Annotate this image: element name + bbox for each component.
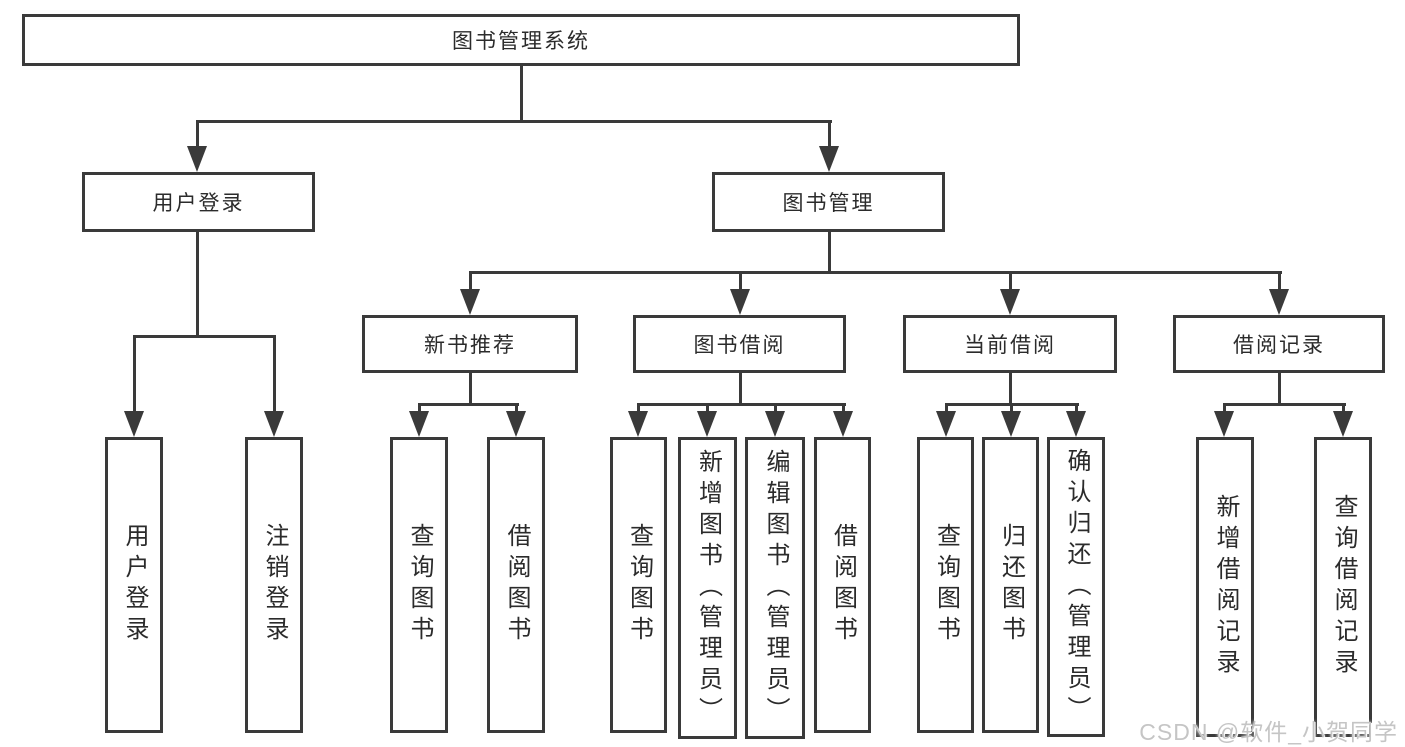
v-line bbox=[637, 403, 640, 417]
leaf-nbr-borrow-book: 借阅图书 bbox=[487, 437, 545, 733]
arrow-head bbox=[936, 411, 956, 437]
leaf-br-query-record-label: 查询借阅记录 bbox=[1330, 494, 1357, 680]
node-new-book-recommendation-label: 新书推荐 bbox=[424, 334, 516, 357]
node-book-management-label: 图书管理 bbox=[782, 192, 875, 215]
v-line bbox=[196, 232, 199, 338]
leaf-bb-edit-book-admin: 编辑图书（管理员） bbox=[745, 437, 805, 739]
leaf-bb-borrow-book: 借阅图书 bbox=[814, 437, 871, 733]
v-line bbox=[1009, 271, 1012, 295]
v-line bbox=[945, 403, 948, 417]
node-root-label: 图书管理系统 bbox=[452, 30, 590, 53]
v-line bbox=[774, 403, 777, 417]
leaf-cb-query-book: 查询图书 bbox=[917, 437, 974, 733]
h-line bbox=[469, 271, 1282, 274]
v-line bbox=[706, 403, 709, 417]
leaf-cb-return-book: 归还图书 bbox=[982, 437, 1039, 733]
v-line bbox=[520, 65, 523, 123]
leaf-bb-add-book-admin-label: 新增图书（管理员） bbox=[694, 448, 722, 728]
leaf-nbr-query-book: 查询图书 bbox=[390, 437, 448, 733]
v-line bbox=[1010, 403, 1013, 417]
arrow-head bbox=[765, 411, 785, 437]
leaf-br-query-record: 查询借阅记录 bbox=[1314, 437, 1372, 737]
node-current-borrowing-label: 当前借阅 bbox=[964, 334, 1056, 357]
arrow-head bbox=[1333, 411, 1353, 437]
arrow-head bbox=[460, 289, 480, 315]
leaf-user-login-label: 用户登录 bbox=[121, 523, 148, 647]
arrow-head bbox=[833, 411, 853, 437]
v-line bbox=[469, 373, 472, 406]
arrow-head bbox=[187, 146, 207, 172]
leaf-bb-edit-book-admin-label: 编辑图书（管理员） bbox=[762, 448, 789, 728]
arrow-head bbox=[1066, 411, 1086, 437]
arrow-head bbox=[1001, 411, 1021, 437]
v-line bbox=[1342, 403, 1345, 417]
v-line bbox=[418, 403, 421, 417]
node-current-borrowing: 当前借阅 bbox=[903, 315, 1117, 373]
v-line bbox=[828, 120, 831, 152]
arrow-head bbox=[819, 146, 839, 172]
leaf-logout: 注销登录 bbox=[245, 437, 303, 733]
node-book-management: 图书管理 bbox=[712, 172, 945, 232]
node-book-borrowing: 图书借阅 bbox=[633, 315, 846, 373]
node-borrowing-records: 借阅记录 bbox=[1173, 315, 1385, 373]
v-line bbox=[739, 373, 742, 406]
node-book-borrowing-label: 图书借阅 bbox=[693, 334, 786, 357]
leaf-cb-return-book-label: 归还图书 bbox=[997, 523, 1025, 647]
h-line bbox=[418, 403, 519, 406]
v-line bbox=[828, 232, 831, 274]
arrow-head bbox=[506, 411, 526, 437]
h-line bbox=[637, 403, 846, 406]
arrow-head bbox=[730, 289, 750, 315]
v-line bbox=[739, 271, 742, 295]
leaf-bb-query-book-label: 查询图书 bbox=[625, 523, 653, 647]
leaf-cb-confirm-return-admin-label: 确认归还（管理员） bbox=[1063, 447, 1090, 727]
leaf-nbr-query-book-label: 查询图书 bbox=[406, 523, 433, 647]
arrow-head bbox=[1000, 289, 1020, 315]
leaf-cb-query-book-label: 查询图书 bbox=[932, 523, 960, 647]
leaf-br-add-record-label: 新增借阅记录 bbox=[1212, 494, 1239, 680]
h-line bbox=[196, 120, 832, 123]
leaf-bb-borrow-book-label: 借阅图书 bbox=[829, 523, 857, 647]
v-line bbox=[1278, 271, 1281, 295]
leaf-br-add-record: 新增借阅记录 bbox=[1196, 437, 1254, 737]
node-root: 图书管理系统 bbox=[22, 14, 1020, 66]
v-line bbox=[273, 335, 276, 417]
v-line bbox=[842, 403, 845, 417]
leaf-logout-label: 注销登录 bbox=[261, 523, 288, 647]
arrow-head bbox=[264, 411, 284, 437]
v-line bbox=[1075, 403, 1078, 417]
arrow-head bbox=[697, 411, 717, 437]
node-user-login-label: 用户登录 bbox=[152, 192, 245, 215]
v-line bbox=[1278, 373, 1281, 406]
leaf-nbr-borrow-book-label: 借阅图书 bbox=[503, 523, 530, 647]
arrow-head bbox=[1214, 411, 1234, 437]
v-line bbox=[469, 271, 472, 295]
h-line bbox=[1223, 403, 1346, 406]
leaf-user-login: 用户登录 bbox=[105, 437, 163, 733]
leaf-cb-confirm-return-admin: 确认归还（管理员） bbox=[1047, 437, 1105, 737]
node-user-login: 用户登录 bbox=[82, 172, 315, 232]
leaf-bb-add-book-admin: 新增图书（管理员） bbox=[678, 437, 737, 739]
node-new-book-recommendation: 新书推荐 bbox=[362, 315, 578, 373]
arrow-head bbox=[628, 411, 648, 437]
v-line bbox=[196, 120, 199, 152]
v-line bbox=[133, 335, 136, 417]
h-line bbox=[133, 335, 276, 338]
v-line bbox=[1009, 373, 1012, 406]
v-line bbox=[1223, 403, 1226, 417]
arrow-head bbox=[409, 411, 429, 437]
v-line bbox=[515, 403, 518, 417]
arrow-head bbox=[124, 411, 144, 437]
leaf-bb-query-book: 查询图书 bbox=[610, 437, 667, 733]
csdn-watermark: CSDN @软件_小贺同学 bbox=[1139, 719, 1398, 745]
arrow-head bbox=[1269, 289, 1289, 315]
node-borrowing-records-label: 借阅记录 bbox=[1233, 334, 1325, 357]
